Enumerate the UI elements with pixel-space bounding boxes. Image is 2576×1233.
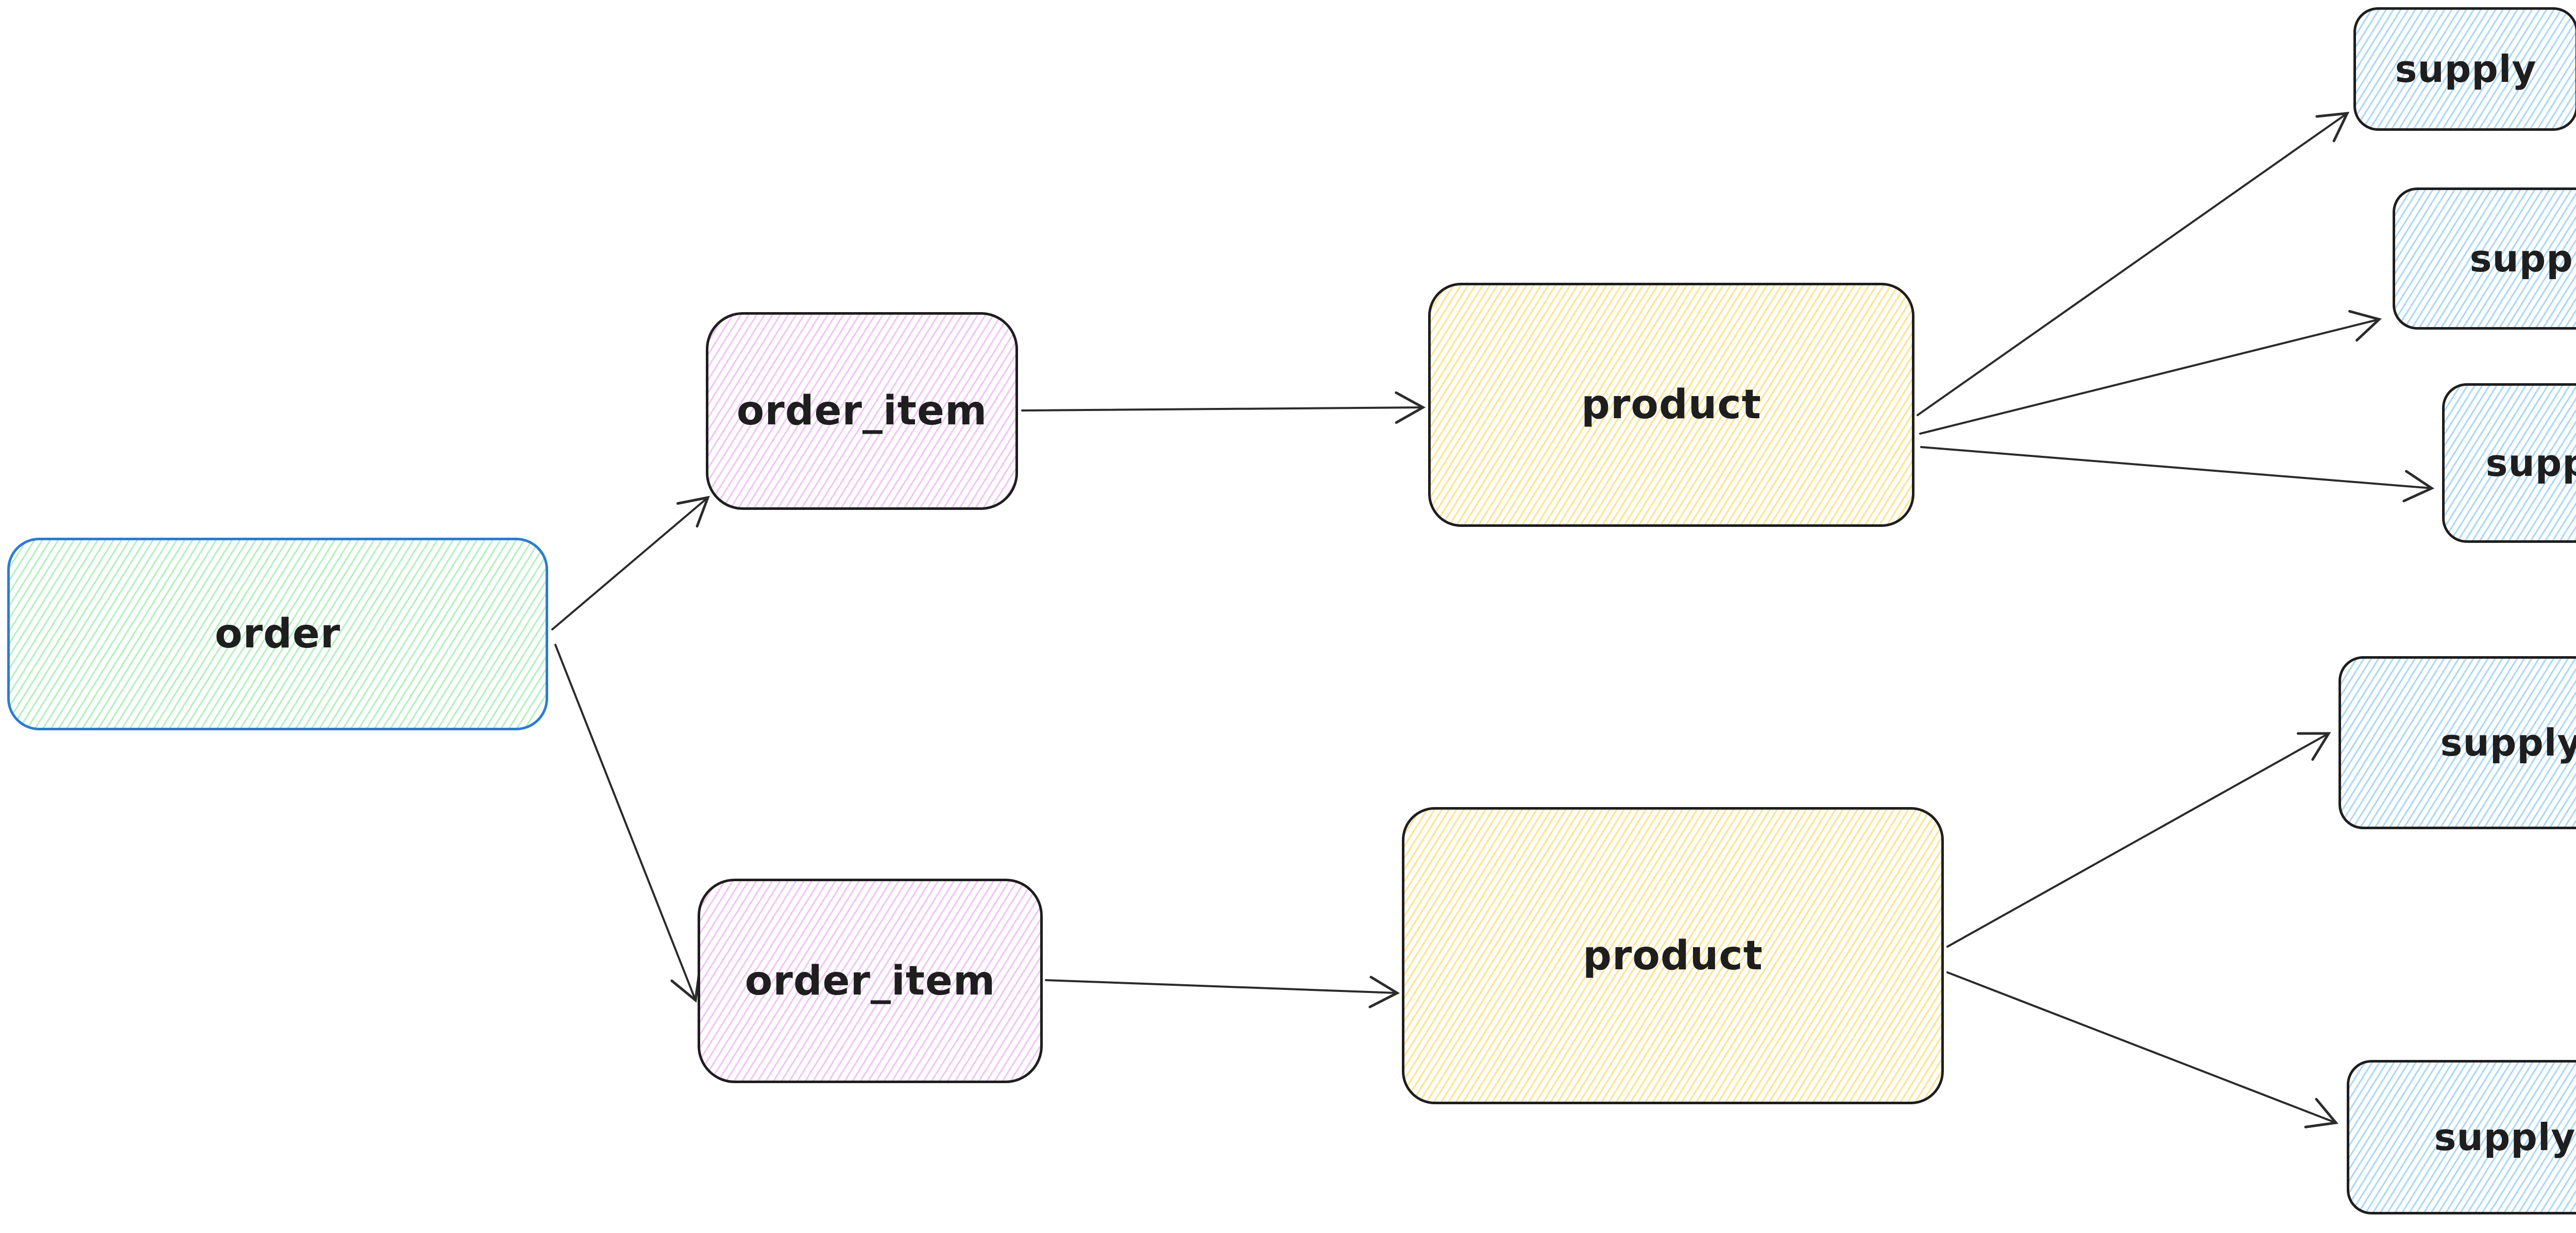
node-order-item-2[interactable]: order_item (698, 879, 1043, 1083)
node-supply-2-label: supply (2469, 237, 2576, 280)
node-supply-1-label: supply (2395, 47, 2537, 91)
node-supply-1[interactable]: supply (2353, 7, 2576, 131)
node-product-1-label: product (1581, 382, 1761, 428)
node-supply-4[interactable]: supply (2338, 656, 2576, 829)
node-product-2-label: product (1583, 932, 1763, 979)
node-order-item-2-label: order_item (744, 957, 996, 1004)
arrow-order-item-1-to-product-1[interactable] (1021, 391, 1426, 424)
node-supply-4-label: supply (2440, 721, 2576, 764)
node-order[interactable]: order (7, 538, 548, 730)
node-supply-5-label: supply (2434, 1116, 2576, 1159)
node-supply-3-label: supply (2485, 441, 2576, 485)
arrow-order-to-order-item-1[interactable] (551, 495, 710, 630)
arrow-product-2-to-supply-5[interactable] (1946, 971, 2338, 1128)
node-product-1[interactable]: product (1428, 283, 1914, 527)
arrow-product-1-to-supply-3[interactable] (1920, 446, 2435, 503)
arrow-product-2-to-supply-4[interactable] (1946, 732, 2331, 948)
node-supply-3[interactable]: supply (2442, 383, 2576, 543)
node-supply-5[interactable]: supply (2347, 1060, 2576, 1214)
arrow-product-1-to-supply-1[interactable] (1917, 112, 2350, 416)
arrow-product-1-to-supply-2[interactable] (1919, 310, 2382, 435)
arrow-order-item-2-to-product-2[interactable] (1045, 975, 1400, 1008)
node-order-item-1[interactable]: order_item (706, 312, 1018, 510)
node-product-2[interactable]: product (1402, 807, 1944, 1104)
node-order-label: order (214, 611, 341, 657)
node-order-item-1-label: order_item (736, 388, 988, 434)
node-supply-2[interactable]: supply (2393, 187, 2576, 330)
arrow-order-to-order-item-2[interactable] (554, 644, 701, 1003)
